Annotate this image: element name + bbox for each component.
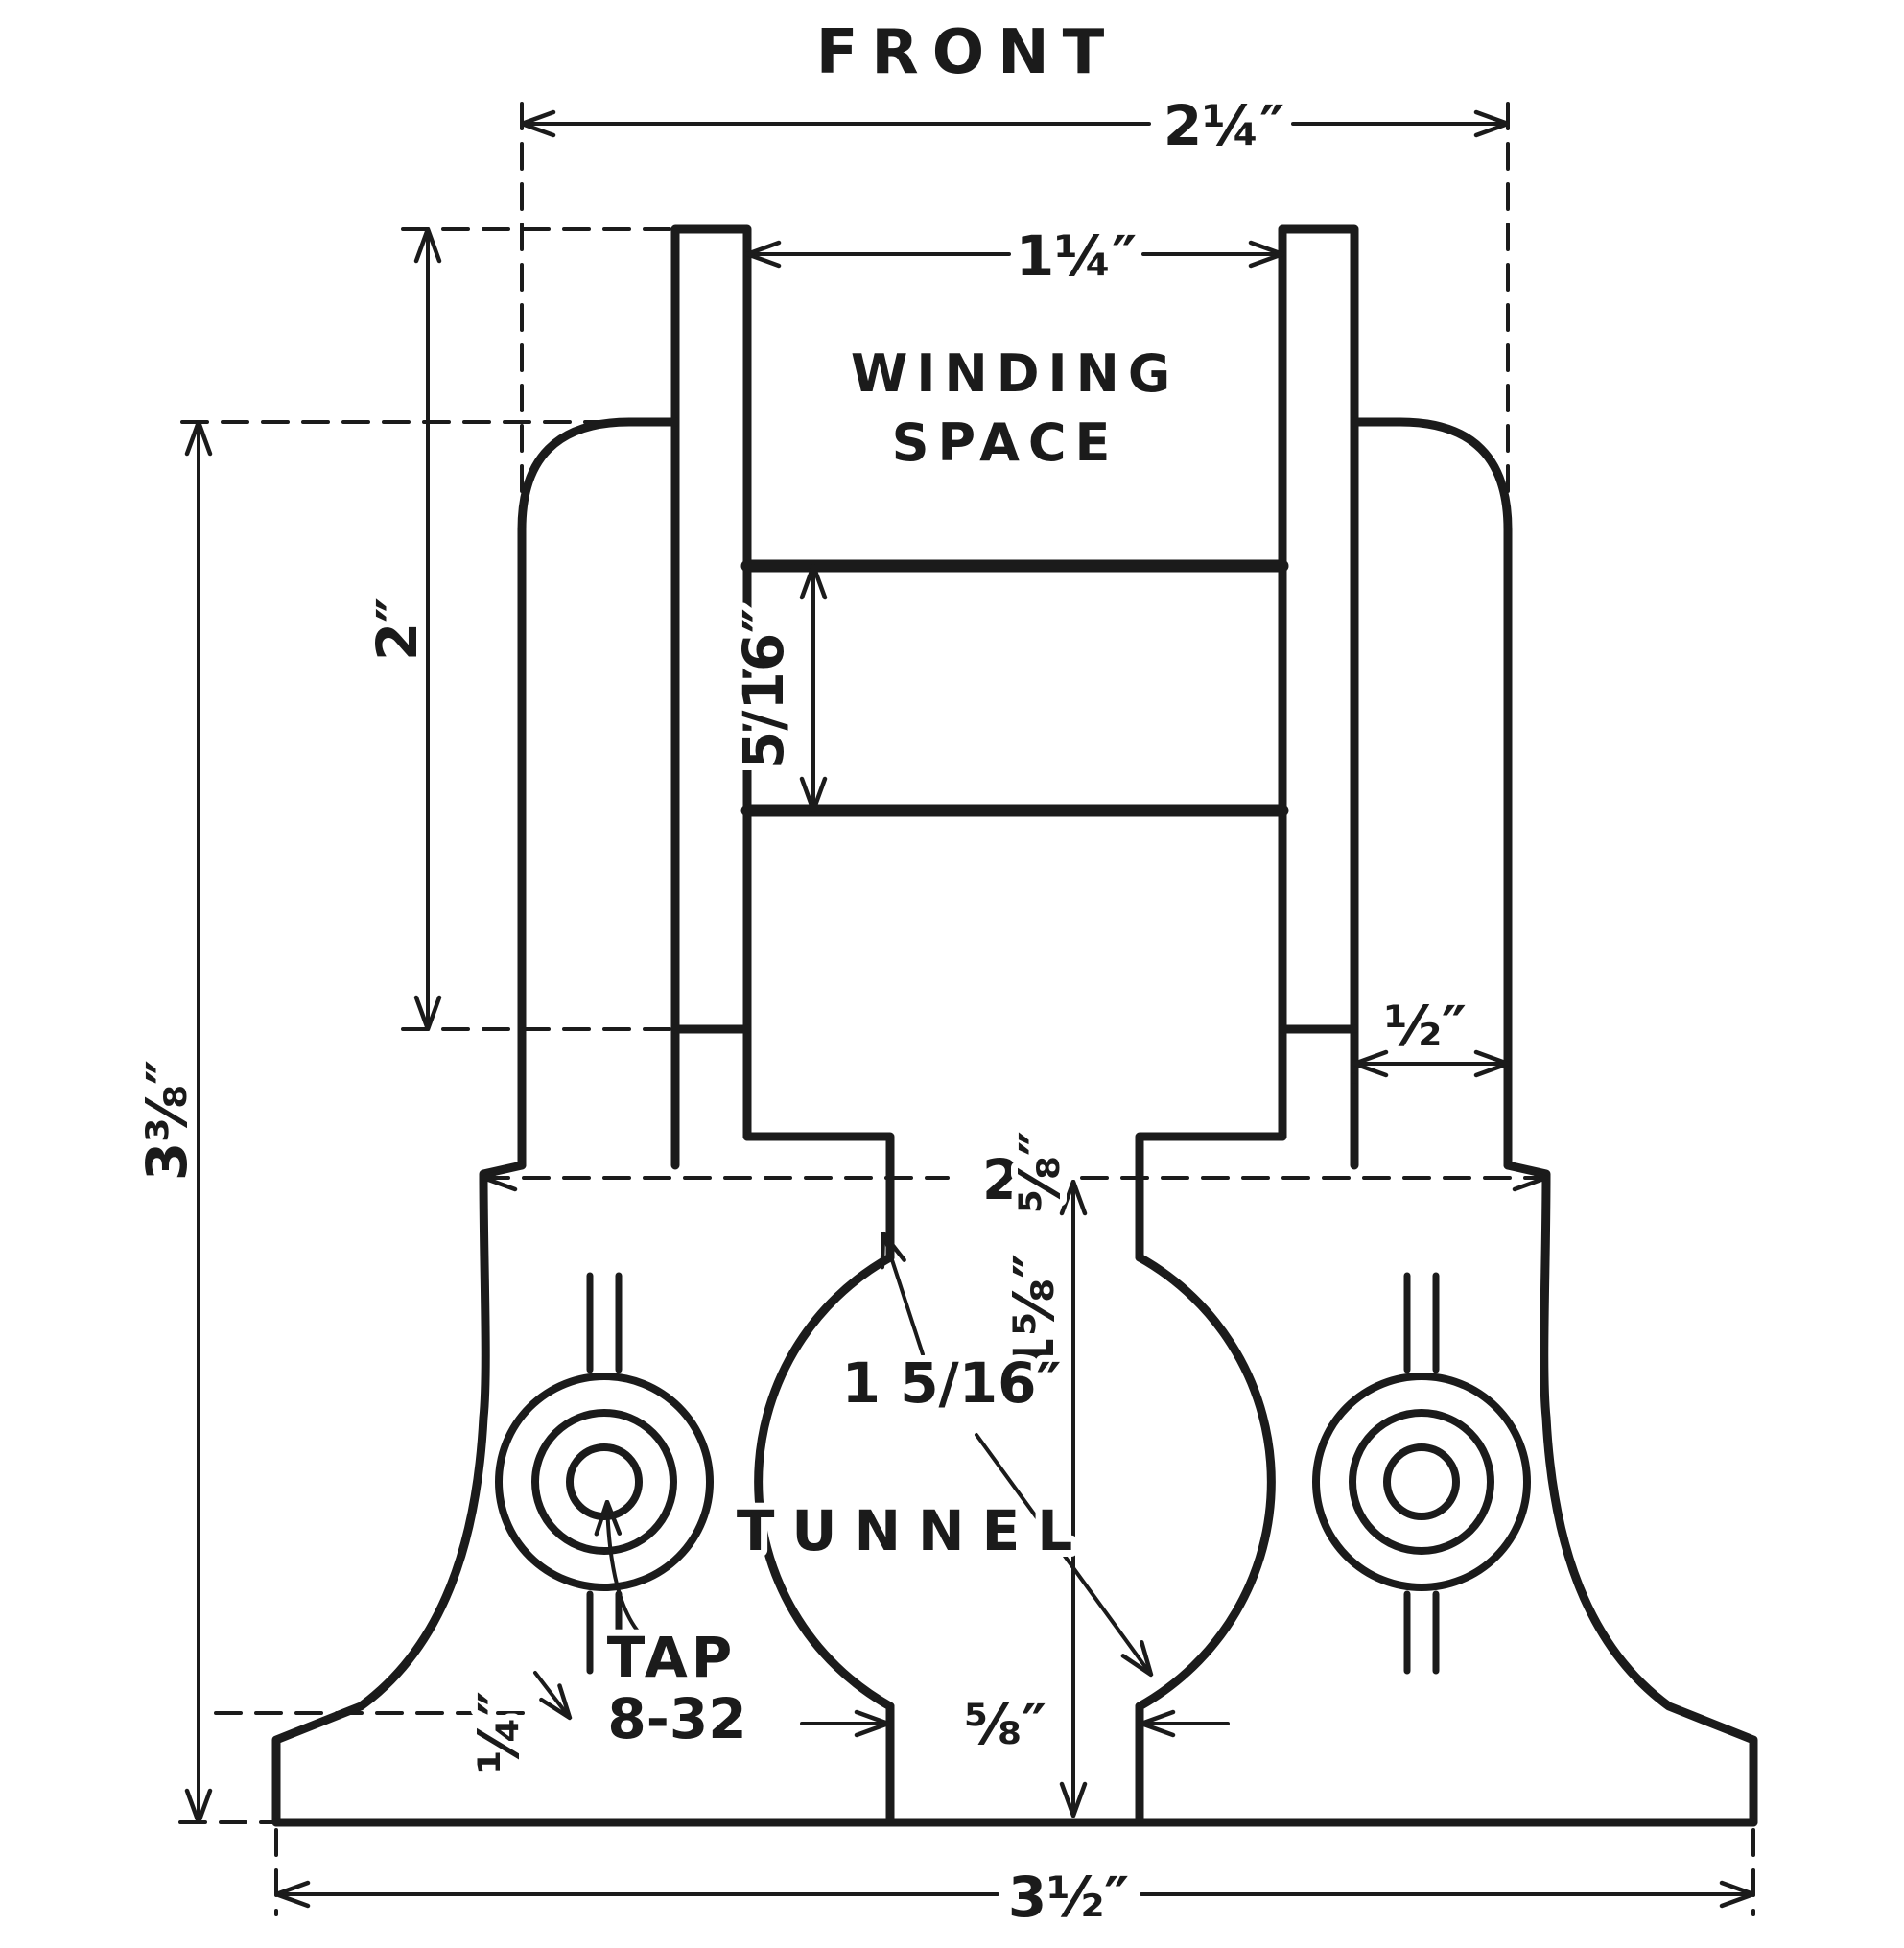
dim-core-width-label: ⅝″ (964, 1692, 1046, 1757)
labels: FRONT 2¼″ 1¼″ WINDING SPACE 2″ 5/16″ 3⅜″… (128, 11, 1473, 1936)
tunnel-label: TUNNEL (737, 1498, 1090, 1563)
right-boss-outer-circle (1312, 1373, 1531, 1591)
field-frame-outline (271, 224, 1758, 1827)
view-title: FRONT (816, 17, 1118, 88)
winding-space-label-line1: WINDING (851, 343, 1179, 404)
core-step-left (742, 1132, 895, 1262)
dim-foot-thickness-label: ¼″ (466, 1691, 531, 1773)
right-bobbin-flange (1278, 224, 1359, 1170)
tap-label-line2: 8-32 (607, 1686, 746, 1751)
left-boss (495, 1272, 714, 1675)
left-boss-split-lines (586, 1272, 623, 1675)
right-boss-tapped-hole (1383, 1443, 1460, 1520)
dim-base-width-fraction-label: ⅝″ (1007, 1131, 1072, 1213)
core-step-right (1135, 1132, 1287, 1262)
right-boss (1312, 1272, 1531, 1675)
extension-lines (178, 102, 1755, 1916)
right-boss-split-lines (1403, 1272, 1440, 1675)
dim-band-height-label: 5/16″ (731, 608, 796, 769)
left-limb (517, 417, 680, 1170)
foot-thickness-leader (533, 1671, 570, 1718)
base-left-profile (271, 1161, 527, 1827)
tunnel-diameter-leader-lower (975, 1433, 1151, 1675)
dim-coil-window-width-label: 1¼″ (1016, 223, 1137, 289)
dim-overall-width-label: 3½″ (1008, 1865, 1129, 1930)
dim-base-height-label: 1⅝″ (1001, 1254, 1067, 1374)
dim-base-width-whole-label: 2 (982, 1147, 1021, 1212)
tap-leader-arrow (607, 1502, 656, 1648)
winding-space-label-line2: SPACE (892, 412, 1119, 473)
left-boss-outer-circle (495, 1373, 714, 1591)
dim-coil-height-label: 2″ (364, 598, 430, 661)
dimension-lines (199, 124, 1755, 1894)
dim-limb-thickness-label: ½″ (1384, 994, 1467, 1059)
left-bobbin-flange (670, 224, 752, 1170)
tunnel-diameter-leader-upper (883, 1233, 925, 1356)
dim-top-width-label: 2¼″ (1164, 93, 1284, 158)
base-right-profile (1503, 1161, 1758, 1827)
dim-overall-height-label: 3⅜″ (134, 1060, 200, 1181)
tunnel-left-arc (754, 1253, 895, 1711)
tap-label-line1: TAP (607, 1625, 736, 1690)
left-boss-tapped-hole (566, 1443, 643, 1520)
right-boss-middle-circle (1349, 1409, 1494, 1555)
tunnel-right-arc (1135, 1253, 1276, 1711)
dim-tunnel-diameter-label: 1 5/16″ (842, 1350, 1062, 1416)
left-boss-middle-circle (531, 1409, 677, 1555)
